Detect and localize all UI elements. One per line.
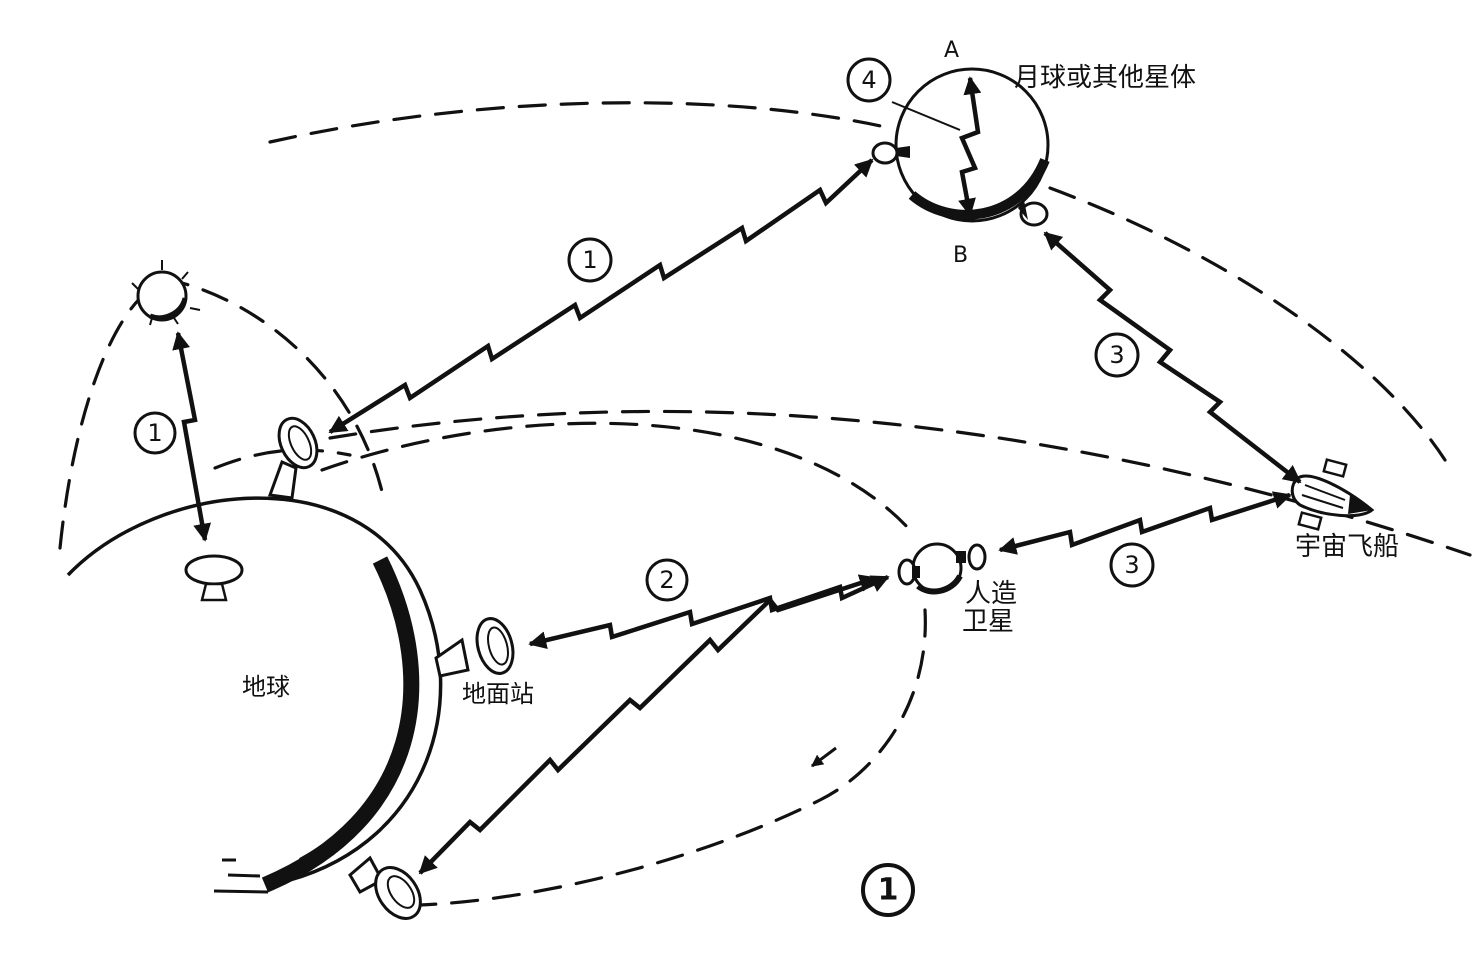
point-a-label: A bbox=[944, 38, 959, 63]
moon-spacecraft-link bbox=[1043, 231, 1302, 484]
figure-number-text: 1 bbox=[878, 873, 899, 908]
marker-moon-spacecraft-text: 3 bbox=[1109, 341, 1124, 369]
spacecraft-label: 宇宙飞船 bbox=[1295, 532, 1399, 562]
moon-to-spacecraft-orbit bbox=[1048, 186, 1447, 462]
communication-links bbox=[172, 158, 1302, 875]
ground-station-label: 地面站 bbox=[462, 680, 534, 708]
near-earth-satellite bbox=[131, 260, 201, 326]
earth-moon-link bbox=[328, 158, 874, 434]
marker-moon-relay-text: 4 bbox=[861, 66, 876, 94]
bottom-ground-satellite-link bbox=[418, 574, 878, 875]
marker-ground-satellite: 2 bbox=[645, 558, 689, 602]
ground-station-top bbox=[267, 416, 319, 500]
marker-earth-moon: 1 bbox=[567, 237, 613, 283]
figure-number: 1 bbox=[861, 863, 915, 917]
moon-label: 月球或其他星体 bbox=[1014, 63, 1196, 93]
ground-satellite-link bbox=[528, 574, 890, 650]
moon-station-right bbox=[1018, 200, 1049, 227]
moon-transfer-orbit bbox=[268, 101, 892, 144]
marker-moon-relay: 4 bbox=[846, 57, 892, 103]
artificial-satellite: 人造 卫星 bbox=[897, 542, 1017, 637]
moon-shadow bbox=[908, 158, 1050, 220]
earth-label: 地球 bbox=[242, 673, 290, 701]
satellite-label-line2: 卫星 bbox=[962, 607, 1014, 637]
point-b-label: B bbox=[953, 243, 968, 268]
marker-satellite-spacecraft-text: 3 bbox=[1124, 551, 1139, 579]
ground-station-bottom bbox=[348, 855, 422, 920]
satellite-orbit-upper bbox=[320, 421, 912, 532]
marker-moon-spacecraft: 3 bbox=[1094, 332, 1140, 378]
moon-station-left bbox=[871, 141, 910, 165]
satellite-spacecraft-link bbox=[998, 491, 1292, 555]
satellite-label-line1: 人造 bbox=[965, 579, 1017, 609]
near-earth-orbit bbox=[58, 278, 387, 550]
near-sat-link bbox=[172, 331, 212, 542]
earth: 地球 bbox=[66, 496, 443, 894]
marker-earth-moon-text: 1 bbox=[582, 246, 597, 274]
marker-satellite-spacecraft: 3 bbox=[1109, 542, 1155, 588]
ground-station-surface bbox=[184, 554, 244, 602]
moon-relay-link bbox=[958, 76, 982, 217]
equatorial-plane-line bbox=[213, 448, 352, 470]
earth-shadow-inner bbox=[299, 589, 419, 862]
spacecraft: 宇宙飞船 bbox=[1290, 458, 1399, 562]
return-arrow bbox=[811, 746, 837, 768]
marker-near-sat: 1 bbox=[133, 411, 177, 455]
marker-ground-satellite-text: 2 bbox=[659, 566, 674, 594]
marker-near-sat-text: 1 bbox=[147, 419, 162, 447]
moon: 月球或其他星体 A B bbox=[891, 38, 1196, 268]
ground-station-right: 地面站 bbox=[434, 617, 534, 708]
